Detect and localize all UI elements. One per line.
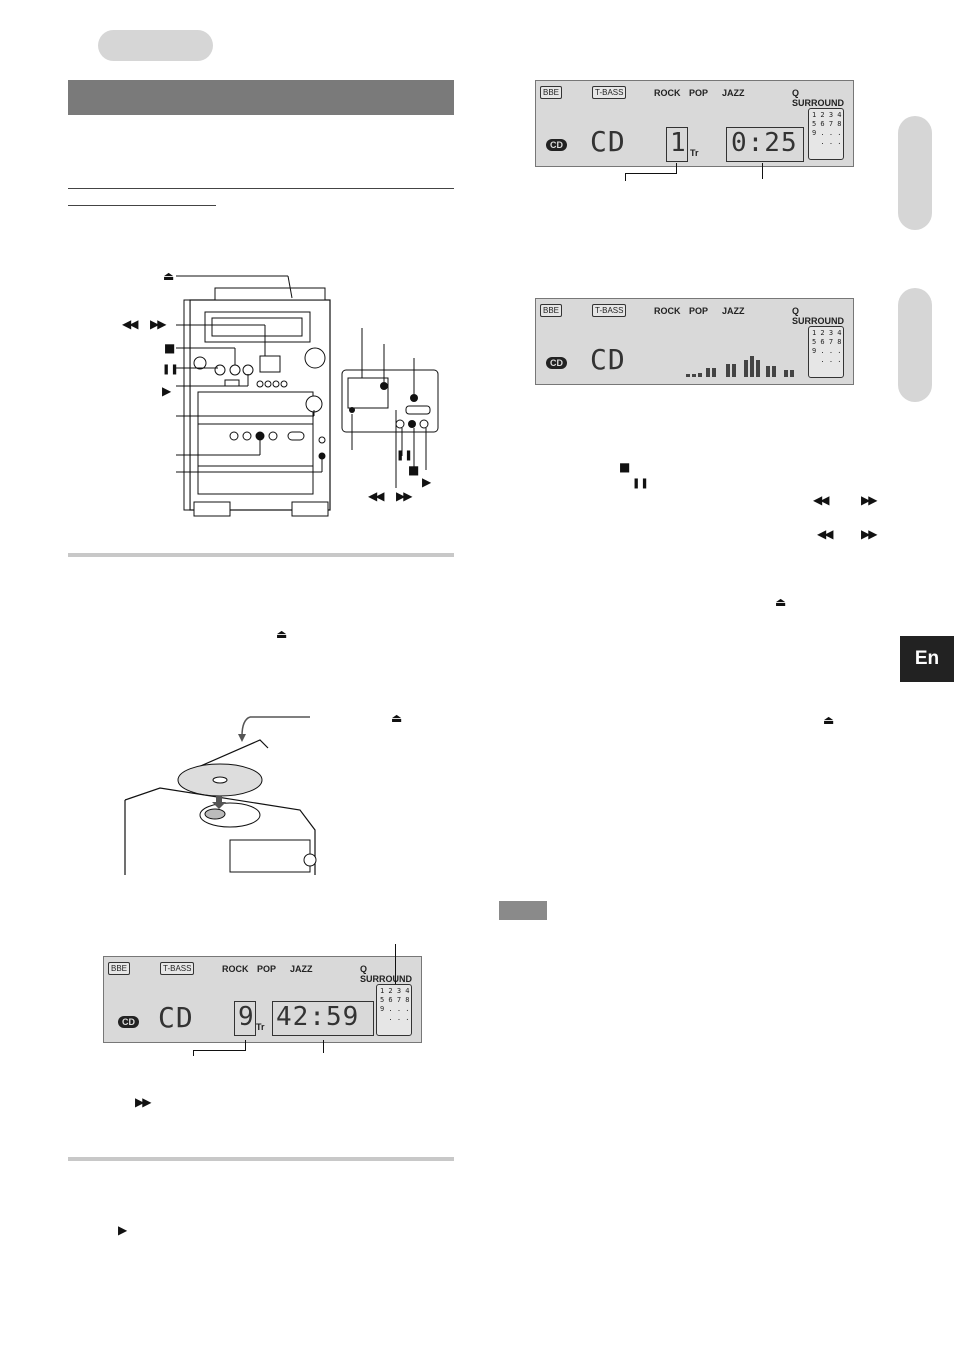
eject-icon-inline: ⏏ [823,713,835,727]
callout-line [193,1050,245,1051]
jazz-indicator: JAZZ [290,964,313,974]
track-number: 1 [670,128,687,158]
rewind-icon-inline: ◀◀ [813,493,830,507]
cd-loading-illustration: ⏏ [120,710,420,875]
track-number: 9 [238,1002,255,1032]
pop-indicator: POP [689,306,709,316]
section-divider [68,553,454,557]
lcd-display-middle: BBE T-BASS ROCK POP JAZZ Q SURROUND CD C… [535,298,854,385]
remote-forward-icon: ▶▶ [396,489,413,503]
callout-line [395,944,396,984]
cd-logo-icon: CD [546,139,567,151]
rock-indicator: ROCK [654,88,681,98]
callout-line [625,173,677,174]
eject-icon-inline: ⏏ [775,595,787,609]
remote-rewind-icon: ◀◀ [368,489,385,503]
track-calendar: 1 2 3 4 5 6 7 8 9 . . . . . . [808,108,844,160]
pause-icon-inline: ❚❚ [632,478,649,489]
section-title-bar [68,80,454,115]
remote-play-icon: ▶ [422,475,432,489]
stereo-unit-illustration [176,275,439,517]
cd-tray-drawing [124,716,317,875]
spectrum-analyzer-icon [686,356,794,377]
pause-icon: ❚❚ [162,364,179,375]
side-tab-oval-1 [898,116,932,230]
forward-icon-inline: ▶▶ [861,493,878,507]
divider-line-short [68,205,216,206]
rock-indicator: ROCK [222,964,249,974]
jazz-indicator: JAZZ [722,306,745,316]
track-box [666,127,688,162]
main-readout: CD [590,125,626,158]
jazz-indicator: JAZZ [722,88,745,98]
rewind-icon-inline: ◀◀ [817,527,834,541]
rock-indicator: ROCK [654,306,681,316]
play-icon: ▶ [162,384,172,398]
track-suffix: Tr [690,148,699,158]
unit-diagram: ⏏ ◀◀ ▶▶ ■ ❚❚ ▶ ❚❚ ■ ▶ ◀◀ ▶▶ [100,260,460,520]
forward-icon-inline: ▶▶ [135,1095,152,1109]
tbass-indicator: T-BASS [592,304,627,317]
callout-line [323,1040,324,1053]
rewind-icon: ◀◀ [122,317,139,331]
eject-icon-callout: ⏏ [391,711,403,725]
cd-logo-icon: CD [118,1016,139,1028]
section-divider [68,1157,454,1161]
pop-indicator: POP [257,964,277,974]
lcd-display-bottom: BBE T-BASS ROCK POP JAZZ Q SURROUND CD C… [103,956,422,1043]
bbe-indicator: BBE [540,304,563,317]
callout-line [676,163,677,174]
note-label-box [499,901,547,920]
eject-icon: ⏏ [163,269,175,283]
bbe-indicator: BBE [540,86,563,99]
side-tab-oval-2 [898,288,932,402]
time-readout: 0:25 [731,128,798,158]
track-box [234,1001,256,1036]
stop-icon-inline: ■ [619,460,631,474]
cd-logo-icon: CD [546,357,567,369]
surround-indicator: Q SURROUND [792,306,845,326]
main-readout: CD [158,1001,194,1034]
stop-icon: ■ [164,341,176,355]
callout-line [193,1050,194,1056]
time-readout: 42:59 [276,1002,360,1032]
tbass-indicator: T-BASS [592,86,627,99]
forward-icon-inline: ▶▶ [861,527,878,541]
bbe-indicator: BBE [108,962,131,975]
eject-icon-inline: ⏏ [276,627,288,641]
lcd-display-top: BBE T-BASS ROCK POP JAZZ Q SURROUND CD C… [535,80,854,167]
callout-line [625,173,626,181]
tbass-indicator: T-BASS [160,962,195,975]
callout-line [762,163,763,179]
header-tab [98,30,213,61]
surround-indicator: Q SURROUND [792,88,845,108]
play-icon-inline: ▶ [118,1223,128,1237]
callout-line [245,1040,246,1051]
pop-indicator: POP [689,88,709,98]
remote-stop-icon: ■ [408,463,420,477]
main-readout: CD [590,343,626,376]
remote-pause-icon: ❚❚ [396,450,413,461]
forward-icon: ▶▶ [150,317,167,331]
surround-indicator: Q SURROUND [360,964,413,984]
language-tab: En [900,636,954,682]
track-calendar: 1 2 3 4 5 6 7 8 9 . . . . . . [808,326,844,378]
time-box [272,1001,374,1036]
track-suffix: Tr [256,1022,265,1032]
track-calendar: 1 2 3 4 5 6 7 8 9 . . . . . . [376,984,412,1036]
divider-line [68,188,454,189]
time-box [726,127,804,162]
